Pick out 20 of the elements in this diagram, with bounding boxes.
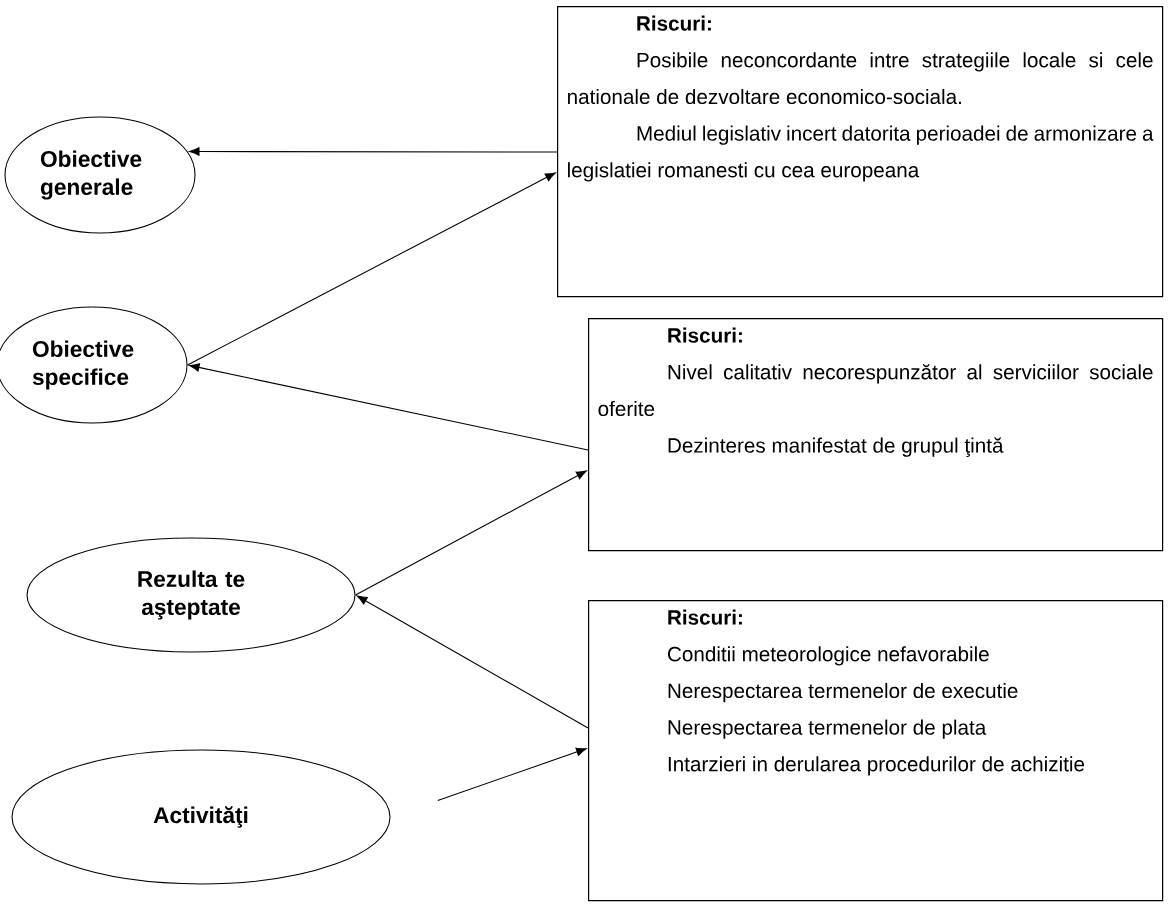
risk-text: Nivel calitativ necorespunzător al serviciilor sociale oferite bbox=[598, 364, 1153, 417]
arrow bbox=[437, 747, 587, 802]
risk-box bbox=[588, 318, 1164, 552]
risk-text: Nerespectarea termenelor de executie bbox=[668, 682, 1018, 703]
risk-text: Nerespectarea termenelor de plata bbox=[668, 719, 987, 739]
risk-box bbox=[557, 6, 1164, 298]
risk-text: Conditii meteorologice nefavorabile bbox=[668, 646, 989, 666]
box-heading: Riscuri: bbox=[637, 15, 711, 31]
risk-text: Posibile neconcordante intre strategiile locale si cele nationale de dezvoltare economico-sociala. bbox=[568, 52, 1153, 105]
risk-text: Intarzieri in derularea procedurilor de achizitie bbox=[668, 756, 1085, 776]
arrow bbox=[189, 147, 558, 156]
arrow bbox=[187, 172, 556, 366]
risk-text: Mediul legislativ incert datorita perioadei de armonizare a legislatiei romanesti cu cea europeana bbox=[568, 125, 1154, 182]
risk-box bbox=[588, 600, 1164, 902]
box-heading: Riscuri: bbox=[668, 609, 742, 625]
arrow bbox=[189, 363, 589, 451]
arrow bbox=[355, 470, 587, 596]
risk-text: Dezinteres manifestat de grupul ţintă bbox=[668, 437, 1004, 457]
arrow bbox=[356, 595, 589, 729]
box-heading: Riscuri: bbox=[668, 327, 742, 343]
